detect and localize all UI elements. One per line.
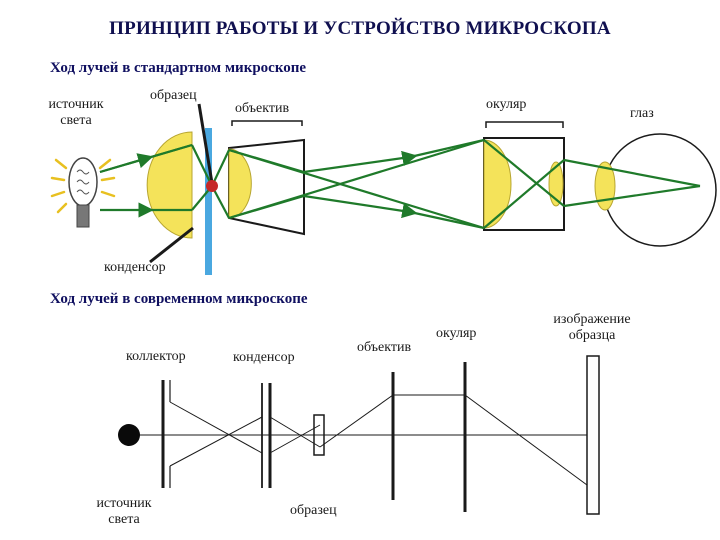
modern-image-label: изображение образца <box>553 312 631 343</box>
standard-eyepiece-label: окуляр <box>486 97 527 112</box>
objective-bracket <box>231 120 303 126</box>
sample-dot <box>206 180 218 192</box>
modern-objective-label: объектив <box>357 340 412 355</box>
modern-heading: Ход лучей в современном микроскопе <box>50 291 308 307</box>
slide <box>205 128 212 275</box>
eye-lens <box>594 161 616 211</box>
standard-rays <box>99 138 701 230</box>
bulb-icon <box>50 157 116 228</box>
modern-eyepiece-label: окуляр <box>436 326 477 341</box>
condenser-lens <box>146 131 193 239</box>
modern-source-label: источник света <box>96 496 152 527</box>
modern-collector-label: коллектор <box>126 349 186 364</box>
eyepiece-lens <box>483 139 512 229</box>
modern-diagram <box>130 355 600 515</box>
standard-objective-label: объектив <box>235 101 290 116</box>
modern-condenser-label: конденсор <box>233 350 295 365</box>
modern-sample-label: образец <box>290 503 337 518</box>
page-title: ПРИНЦИП РАБОТЫ И УСТРОЙСТВО МИКРОСКОПА <box>109 18 611 39</box>
standard-source-label: источник света <box>48 97 104 128</box>
standard-condenser-label: конденсор <box>104 260 166 275</box>
eye-icon <box>603 133 717 247</box>
standard-sample-label: образец <box>150 88 197 103</box>
standard-heading: Ход лучей в стандартном микроскопе <box>50 60 307 76</box>
modern-light-source-icon <box>118 424 140 446</box>
sample-pointer <box>197 103 214 184</box>
standard-eye-label: глаз <box>630 106 654 121</box>
condenser-pointer <box>149 226 194 264</box>
eyepiece-field-lens <box>548 161 564 207</box>
eyepiece-bracket <box>485 121 564 128</box>
